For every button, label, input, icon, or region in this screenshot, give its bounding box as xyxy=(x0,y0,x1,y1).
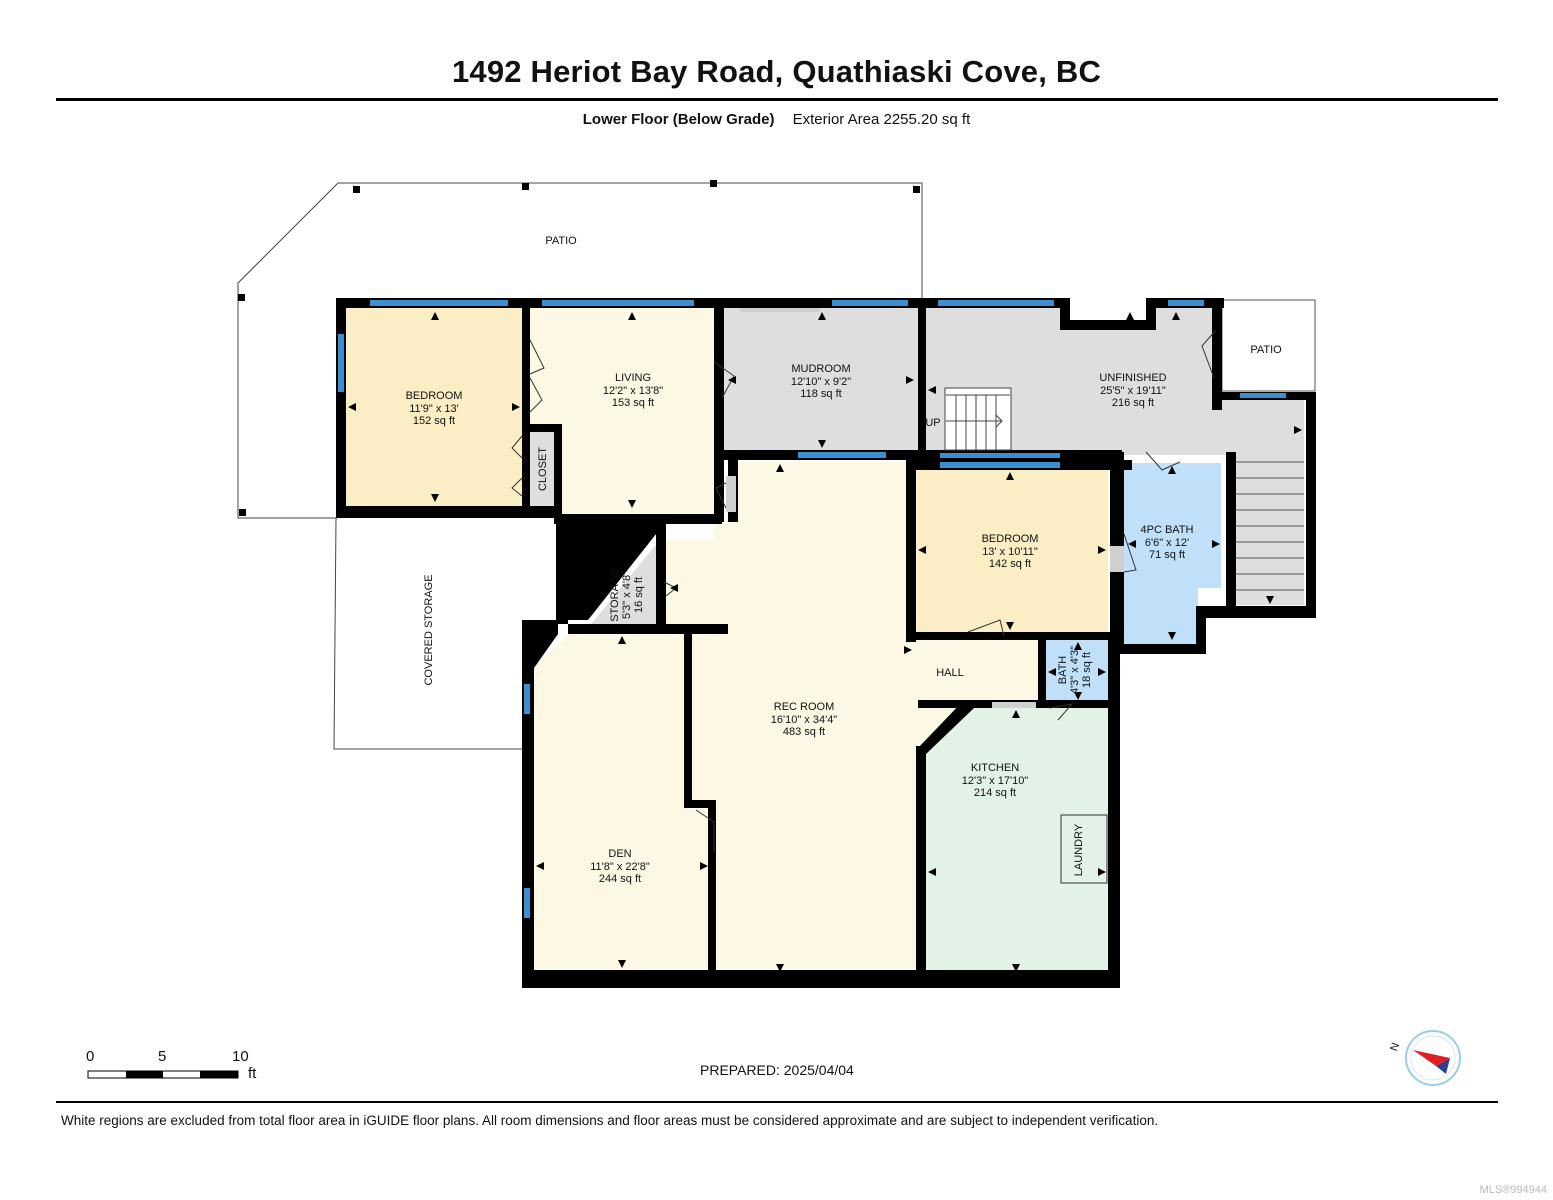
windows xyxy=(338,300,1286,918)
page-title: 1492 Heriot Bay Road, Quathiaski Cove, B… xyxy=(451,54,1102,89)
scale-bar xyxy=(87,1070,239,1079)
den-name: DEN xyxy=(608,848,631,860)
den-floor xyxy=(532,630,710,971)
compass-north-label: N xyxy=(1388,1041,1402,1053)
patio-right-label: PATIO xyxy=(1250,344,1282,356)
bath4pc-area: 71 sq ft xyxy=(1149,549,1185,561)
closet-name: CLOSET xyxy=(537,447,549,491)
storage-dims: 5'3" x 4'8" xyxy=(621,571,633,619)
bedroom2-dims: 13' x 10'11" xyxy=(982,546,1038,558)
covered-storage-label: COVERED STORAGE xyxy=(423,574,435,685)
mudroom-name: MUDROOM xyxy=(791,363,850,375)
kitchen-floor xyxy=(925,708,1109,975)
unfinished-area: 216 sq ft xyxy=(1112,397,1154,409)
stairs-mudroom xyxy=(944,387,1012,451)
bedroom1-dims: 11'9" x 13' xyxy=(409,403,459,415)
footer-divider xyxy=(56,1101,1498,1103)
den-dims: 11'8" x 22'8" xyxy=(590,861,650,873)
floor-subtitle: Lower Floor (Below Grade) Exterior Area … xyxy=(0,111,1553,128)
prepared-date: PREPARED: 2025/04/04 xyxy=(700,1062,854,1078)
stairs-exterior xyxy=(1236,461,1304,591)
bedroom2-floor xyxy=(914,468,1108,632)
up-label: UP xyxy=(925,417,940,429)
rec-room-floor xyxy=(658,462,1040,976)
kitchen-dims: 12'3" x 17'10" xyxy=(962,775,1029,787)
unfinished-dims: 25'5" x 19'11" xyxy=(1100,385,1166,397)
hall-label: HALL xyxy=(936,667,964,679)
scale-tick-5: 5 xyxy=(158,1048,167,1065)
storage-name: STORAGE xyxy=(609,568,621,622)
scale-unit: ft xyxy=(248,1065,257,1082)
closet-floor xyxy=(528,432,558,506)
compass-icon: N xyxy=(1388,1030,1461,1086)
doors xyxy=(511,329,1217,852)
living-name: LIVING xyxy=(615,372,651,384)
floor-label: Lower Floor (Below Grade) xyxy=(582,111,775,128)
disclaimer-text: White regions are excluded from total fl… xyxy=(61,1113,1159,1128)
patio-top-label: PATIO xyxy=(545,235,577,247)
room-fills xyxy=(344,307,1304,976)
bath4pc-dims: 6'6" x 12' xyxy=(1145,537,1189,549)
bath-area: 18 sq ft xyxy=(1081,652,1093,688)
exterior-area-label: Exterior Area 2255.20 sq ft xyxy=(792,111,971,128)
patio-top-outline xyxy=(237,182,923,519)
title-divider xyxy=(56,98,1498,101)
dimension-arrows xyxy=(348,312,1302,972)
rec-room-name: REC ROOM xyxy=(774,701,835,713)
unfinished-floor xyxy=(924,307,1304,605)
mudroom-area: 118 sq ft xyxy=(800,388,841,400)
bedroom1-area: 152 sq ft xyxy=(413,415,455,427)
kitchen-name: KITCHEN xyxy=(971,762,1019,774)
patio-right-outline xyxy=(1221,299,1316,392)
living-dims: 12'2" x 13'8" xyxy=(603,385,663,397)
storage-area: 16 sq ft xyxy=(633,577,645,613)
bath4pc-floor xyxy=(1124,463,1221,644)
kitchen-area: 214 sq ft xyxy=(974,787,1016,799)
bath-dims: 4'3" x 4'3" xyxy=(1069,646,1081,694)
scale-tick-10: 10 xyxy=(232,1048,249,1065)
bath-name: BATH xyxy=(1057,656,1069,685)
rec-room-dims: 16'10" x 34'4" xyxy=(771,714,838,726)
living-area: 153 sq ft xyxy=(612,397,654,409)
rec-room-area: 483 sq ft xyxy=(783,726,825,738)
bedroom1-floor xyxy=(344,307,525,506)
mudroom-floor xyxy=(724,307,918,450)
mls-watermark: MLS®994944 xyxy=(1479,1184,1547,1196)
laundry-box xyxy=(1060,814,1108,884)
covered-storage-outline xyxy=(333,517,524,750)
bedroom2-name: BEDROOM xyxy=(982,533,1039,545)
storage-floor xyxy=(588,542,658,628)
bath4pc-name: 4PC BATH xyxy=(1141,524,1194,536)
den-area: 244 sq ft xyxy=(599,873,641,885)
door-openings xyxy=(726,308,1124,708)
bedroom1-name: BEDROOM xyxy=(406,390,463,402)
mudroom-dims: 12'10" x 9'2" xyxy=(791,376,851,388)
bedroom2-area: 142 sq ft xyxy=(989,558,1031,570)
unfinished-name: UNFINISHED xyxy=(1099,372,1166,384)
laundry-label: LAUNDRY xyxy=(1073,823,1085,876)
scale-tick-0: 0 xyxy=(86,1048,95,1065)
